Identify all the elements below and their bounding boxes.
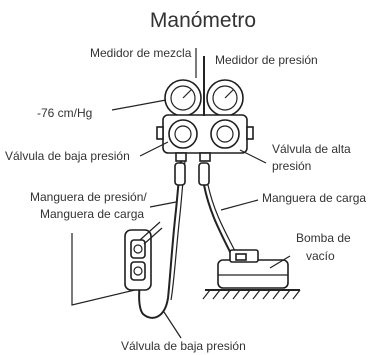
high-valve-knob <box>210 119 240 149</box>
service-valve-unit <box>124 221 163 291</box>
bottom-low-valve-label: Válvula de baja presión <box>121 339 246 353</box>
high-valve-label-line1: Válvula de alta <box>272 142 351 156</box>
charge-hose-label: Manguera de carga <box>262 191 366 205</box>
pressure-hose-label-line2: Manguera de carga <box>40 207 144 221</box>
mix-gauge-label: Medidor de mezcla <box>90 46 192 60</box>
high-side-gauge <box>206 79 244 117</box>
manifold-gauge-set <box>156 56 254 162</box>
pressure-hose <box>138 160 182 319</box>
diagram-title: Manómetro <box>150 9 256 32</box>
hoses <box>138 160 239 319</box>
vacuum-reading-label: -76 cm/Hg <box>37 106 92 120</box>
vacuum-pump-label-line1: Bomba de <box>296 231 351 245</box>
vacuum-pump-label-line2: vacío <box>306 249 335 263</box>
leader-lines <box>71 48 291 339</box>
charge-hose <box>203 184 235 261</box>
low-valve-label: Válvula de baja presión <box>5 149 130 163</box>
floor-hatch <box>202 289 301 300</box>
pressure-gauge-label: Medidor de presión <box>215 53 318 67</box>
low-valve-knob <box>168 119 198 149</box>
vacuum-pump <box>202 249 301 300</box>
low-side-gauge <box>164 79 202 117</box>
high-valve-label-line2: presión <box>272 159 311 173</box>
pressure-hose-label-line1: Manguera de presión/ <box>30 190 147 204</box>
